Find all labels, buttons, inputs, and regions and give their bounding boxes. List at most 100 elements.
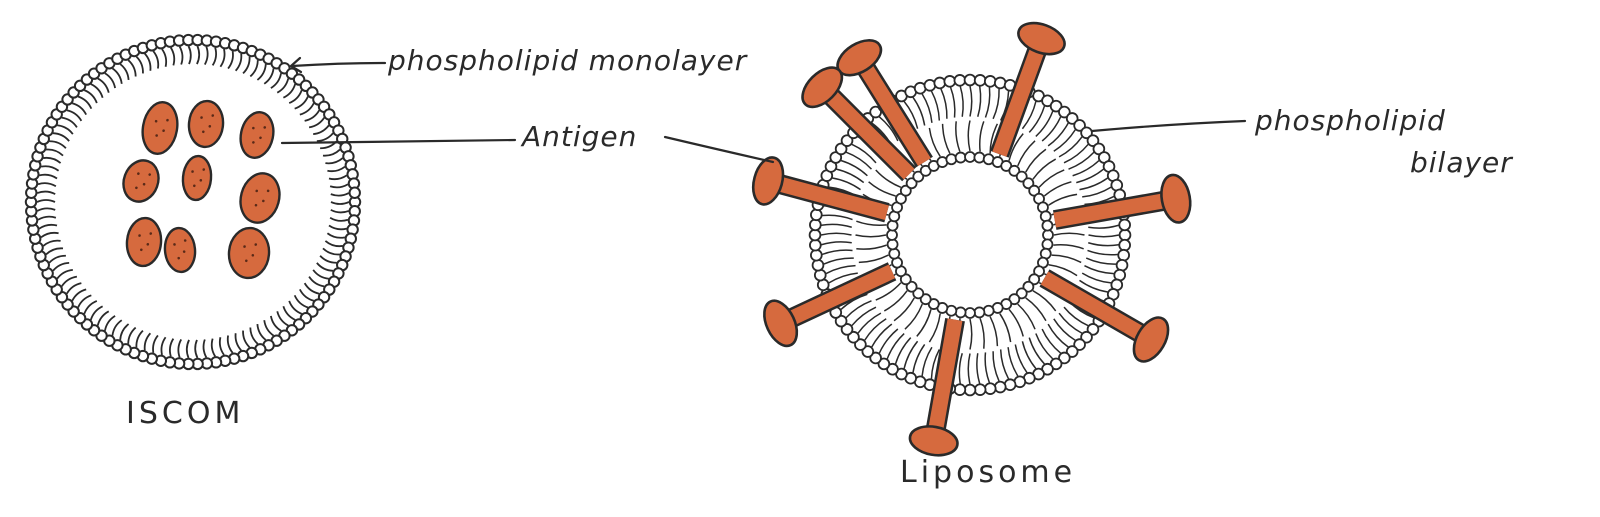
outer-lipid-tail [851, 143, 877, 164]
lipid-tail [52, 132, 70, 142]
inner-lipid-head [1028, 273, 1041, 286]
inner-lipid-tail [989, 123, 999, 154]
outer-lipid-tail [871, 323, 893, 348]
antigen-speck [183, 239, 187, 242]
lipid-tail [97, 77, 110, 93]
label-antigen: Antigen [520, 120, 637, 153]
antigen-speck [155, 134, 158, 137]
spike-head [1160, 173, 1192, 224]
inner-lipid-tail [1048, 193, 1078, 206]
antigen-speck [243, 245, 246, 248]
outer-lipid-tail [1035, 110, 1054, 138]
lipid-tail [282, 83, 297, 99]
lipid-tail [282, 306, 296, 321]
lipid-tail [160, 336, 167, 356]
inner-lipid-tail [941, 123, 951, 154]
outer-lipid-head [953, 383, 967, 396]
outer-lipid-tail [845, 151, 873, 170]
outer-lipid-tail [832, 177, 861, 191]
outer-lipid-tail [1079, 177, 1109, 191]
antigen-body [227, 226, 271, 280]
inner-lipid-tail [928, 127, 941, 157]
lipid-tail [170, 47, 176, 66]
antigen-blob [187, 99, 225, 149]
lipid-tail [119, 63, 130, 81]
lipid-tail [270, 73, 282, 89]
lipid-tail [234, 53, 243, 72]
outer-lipid-tail [1088, 224, 1119, 229]
lipid-tail [177, 339, 182, 358]
outer-lipid-tail [1076, 168, 1105, 184]
lipid-tail [77, 294, 92, 308]
lipid-tail [234, 333, 242, 351]
outer-lipid-tail [1058, 312, 1083, 334]
inner-lipid-head [1041, 238, 1054, 251]
lipid-tail [135, 55, 144, 74]
inner-lipid-tail [1053, 243, 1084, 250]
lipid-tail [312, 269, 329, 280]
inner-lipid-head [886, 238, 899, 251]
lipid-tail [308, 276, 325, 288]
lipid-tail [45, 247, 64, 256]
lipid-tail [143, 332, 152, 351]
inner-lipid-tail [1032, 290, 1057, 312]
outer-lipid-head [963, 73, 977, 87]
antigen-blob [181, 154, 213, 202]
outer-lipid-tail [967, 353, 971, 385]
inner-lipid-tail [868, 181, 896, 197]
lipid-tail [211, 47, 217, 66]
outer-lipid-tail [1085, 257, 1117, 265]
lipid-tail [299, 288, 315, 302]
outer-lipid-tail [1072, 159, 1100, 177]
antigen-speck [259, 136, 262, 140]
inner-lipid-tail [928, 313, 941, 343]
lipid-tail [89, 305, 104, 321]
outer-lipid-tail [840, 159, 868, 177]
antigen-speck [263, 126, 267, 129]
antigen-body [163, 226, 197, 274]
inner-lipid-tail [1008, 133, 1024, 161]
outer-lipid-tail [1079, 279, 1108, 293]
lipid-tail [270, 315, 282, 332]
lipid-tail [330, 192, 350, 197]
spike-stem [927, 318, 963, 437]
antigen-speck [245, 259, 248, 263]
outer-lipid-tail [1041, 116, 1062, 142]
outer-lipid-tail [984, 87, 991, 118]
lipid-tail [256, 323, 267, 341]
outer-lipid-tail [1021, 341, 1037, 370]
lipid-tail [288, 300, 303, 315]
outer-lipid-tail [1047, 122, 1069, 147]
leader-line-bilayer [1090, 119, 1247, 133]
outer-lipid-tail [894, 337, 912, 365]
antigen-body [125, 216, 163, 268]
lipid-tail [127, 326, 137, 344]
antigen-speck [266, 189, 270, 193]
outer-lipid-tail [921, 93, 933, 123]
lipid-tail [37, 182, 57, 188]
inner-lipid-tail [856, 220, 887, 227]
outer-lipid-tail [857, 312, 882, 334]
outer-lipid-tail [851, 306, 877, 327]
lipid-tail [327, 165, 346, 173]
outer-lipid-tail [977, 86, 982, 117]
inner-lipid-head [982, 304, 995, 317]
outer-lipid-tail [992, 351, 1000, 382]
lipid-tail [152, 50, 160, 69]
lipid-tail [330, 201, 350, 205]
lipid-tail [61, 116, 78, 128]
antigen-speck [135, 186, 138, 190]
outer-lipid-tail [1053, 318, 1076, 341]
spike-stem [771, 175, 889, 220]
outer-lipid-head [1073, 119, 1086, 132]
outer-lipid-head [953, 74, 967, 87]
outer-lipid-tail [958, 353, 963, 384]
lipid-tail [71, 102, 87, 116]
antigen-blob [122, 159, 160, 203]
outer-lipid-tail [822, 249, 853, 256]
iscom-particle [24, 33, 362, 371]
lipid-tail [49, 140, 67, 149]
inner-lipid-head [1042, 229, 1054, 241]
outer-lipid-tail [836, 168, 865, 184]
lipid-tail [204, 46, 209, 65]
